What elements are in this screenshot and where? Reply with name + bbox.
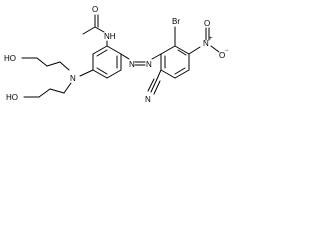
hydroxyl-upper-label: HO <box>4 54 16 63</box>
nitro-oxygen-minus-label: O <box>219 51 225 60</box>
bond <box>106 45 122 55</box>
bond <box>96 49 108 57</box>
bond <box>160 69 176 79</box>
bond <box>177 49 187 56</box>
bond <box>188 46 201 55</box>
bond <box>49 88 65 94</box>
nitro-positive-charge: + <box>209 36 213 42</box>
bond <box>92 45 108 55</box>
azo-nitrogen-2-label: N <box>146 60 152 69</box>
bond <box>92 69 108 79</box>
amine-nitrogen-label: N <box>70 74 76 83</box>
bond <box>94 26 105 33</box>
nitro-negative-charge: − <box>225 48 229 54</box>
nitro-oxygen-top-label: O <box>204 19 210 28</box>
bond <box>174 45 190 55</box>
bond <box>38 88 51 98</box>
bond <box>151 53 162 60</box>
bond <box>36 57 48 67</box>
bond <box>63 82 72 94</box>
bond <box>79 69 94 77</box>
bond <box>160 45 176 55</box>
bond <box>106 69 122 79</box>
nitro-nitrogen-label: N <box>203 39 209 48</box>
bond <box>59 61 70 71</box>
hydroxyl-lower-label: HO <box>6 93 18 102</box>
atom-labels: O NH Br O N + O − N N N HO HO N <box>4 5 229 104</box>
bromine-label: Br <box>172 17 180 26</box>
acetamide-oxygen-label: O <box>92 5 98 14</box>
nitrile-nitrogen-label: N <box>145 95 151 104</box>
bond <box>174 69 190 79</box>
amide-nh-label: NH <box>104 32 116 41</box>
bond <box>147 78 155 92</box>
bond <box>46 61 61 67</box>
bond <box>120 53 130 60</box>
bond <box>174 67 186 75</box>
bond <box>210 45 220 53</box>
bond <box>82 26 96 35</box>
bonds <box>21 14 220 98</box>
bond <box>96 67 108 75</box>
chemical-structure: O NH Br O N + O − N N N HO HO N <box>4 5 229 104</box>
bond <box>156 69 162 80</box>
azo-nitrogen-1-label: N <box>129 60 135 69</box>
bond <box>150 78 158 93</box>
bond <box>153 80 161 95</box>
